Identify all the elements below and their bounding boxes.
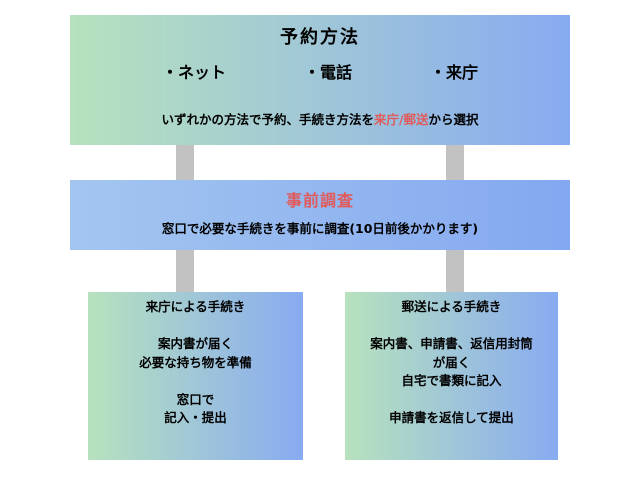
spacer-line: [345, 317, 558, 336]
note-highlight: 来庁/郵送: [373, 112, 429, 127]
pre-survey-box: 事前調査 窓口で必要な手続きを事前に調査(10日前後かかります): [70, 180, 570, 250]
visit-step: 案内書が届く: [157, 336, 233, 351]
connector-middle-right: [446, 250, 464, 292]
option-visit: ・来庁: [430, 63, 479, 82]
spacer-line: [88, 317, 303, 336]
note-prefix: いずれかの方法で予約、手続き方法を: [161, 112, 374, 127]
mail-procedure-box: 郵送による手続き 案内書、申請書、返信用封筒 が届く 自宅で書類に記入 申請書を…: [345, 292, 558, 460]
visit-procedure-box: 来庁による手続き 案内書が届く 必要な持ち物を準備 窓口で 記入・提出: [88, 292, 303, 460]
mail-step: 申請書を返信して提出: [389, 410, 514, 425]
mail-procedure-title: 郵送による手続き: [401, 299, 502, 314]
mail-step: が届く: [432, 354, 471, 370]
spacer-line: [88, 372, 303, 391]
reservation-options: ・ネット ・電話 ・来庁: [70, 59, 570, 83]
connector-top-left: [176, 145, 194, 180]
mail-step: 案内書、申請書、返信用封筒: [370, 336, 533, 351]
reservation-methods-box: 予約方法 ・ネット ・電話 ・来庁 いずれかの方法で予約、手続き方法を来庁/郵送…: [70, 15, 570, 145]
connector-middle-left: [176, 250, 194, 292]
connector-top-right: [446, 145, 464, 180]
pre-survey-description: 窓口で必要な手続きを事前に調査(10日前後かかります): [161, 221, 479, 236]
option-net: ・ネット: [161, 63, 226, 82]
visit-step: 窓口で: [176, 391, 215, 407]
visit-procedure-title: 来庁による手続き: [145, 299, 246, 314]
reservation-methods-title: 予約方法: [280, 27, 360, 48]
option-phone: ・電話: [303, 63, 352, 82]
pre-survey-title: 事前調査: [285, 191, 354, 210]
visit-step: 記入・提出: [164, 410, 227, 425]
spacer-line: [345, 391, 558, 410]
mail-step: 自宅で書類に記入: [401, 373, 502, 388]
visit-step: 必要な持ち物を準備: [139, 354, 252, 370]
reservation-note: いずれかの方法で予約、手続き方法を来庁/郵送から選択: [70, 109, 570, 128]
note-suffix: から選択: [428, 112, 479, 127]
